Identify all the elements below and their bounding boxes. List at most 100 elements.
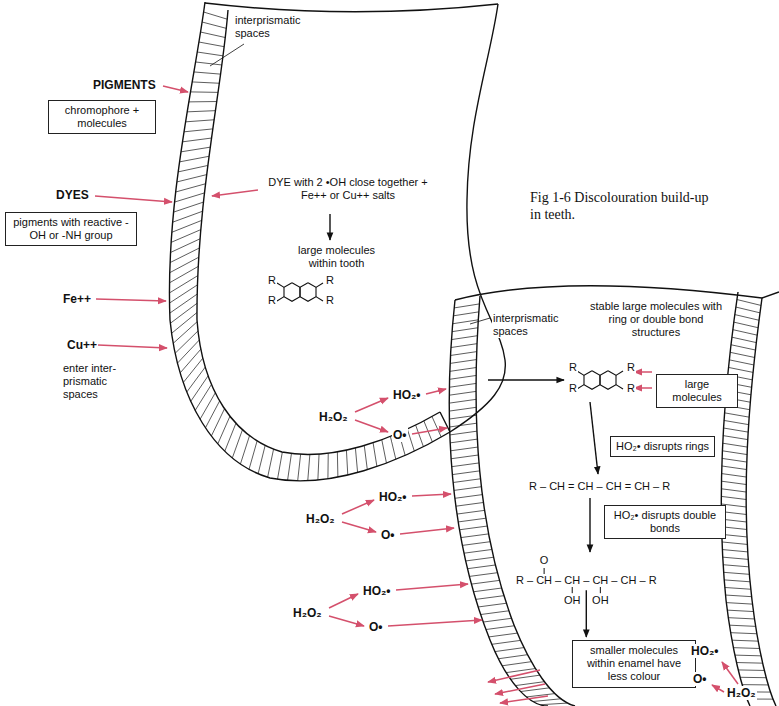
hatch-stroke bbox=[740, 677, 766, 678]
hatch-stroke bbox=[733, 330, 757, 336]
substituent-bond bbox=[316, 297, 323, 301]
hatch-stroke bbox=[450, 439, 477, 443]
category-label: PIGMENTS bbox=[92, 78, 157, 92]
hatch-stroke bbox=[492, 640, 521, 644]
box-text: HO₂• disrupts double bonds bbox=[610, 509, 720, 535]
tooth-outline bbox=[169, 2, 779, 706]
box-text: chromophore + molecules bbox=[54, 104, 150, 130]
hatch-stroke bbox=[721, 489, 746, 492]
hatch-stroke bbox=[190, 91, 218, 92]
result-box: smaller molecules within enamel have les… bbox=[572, 640, 696, 688]
ion-label: Fe++ bbox=[62, 292, 92, 306]
note-label: enter inter-prismatic spaces bbox=[62, 362, 134, 402]
reagent-label: H₂O₂ bbox=[292, 606, 323, 620]
hatch-stroke bbox=[453, 312, 478, 316]
bond-line bbox=[600, 586, 601, 593]
process-note: DYE with 2 •OH close together + Fe++ or … bbox=[262, 176, 434, 202]
hatch-stroke bbox=[723, 443, 748, 447]
hatch-stroke bbox=[268, 449, 274, 477]
hatch-stroke bbox=[449, 383, 476, 387]
hatch-stroke bbox=[533, 699, 561, 702]
hatch-stroke bbox=[181, 147, 210, 152]
hatch-stroke bbox=[736, 307, 760, 313]
hatch-stroke bbox=[452, 471, 479, 475]
hatch-stroke bbox=[187, 111, 215, 112]
atom-label: OH bbox=[563, 594, 582, 607]
hatch-stroke bbox=[726, 603, 752, 605]
radical-label: HO₂• bbox=[690, 644, 720, 658]
process-box: large molecules bbox=[656, 374, 738, 408]
black-arrow bbox=[586, 590, 587, 637]
hatch-stroke bbox=[187, 367, 205, 392]
hatch-stroke bbox=[407, 429, 414, 451]
hatch-stroke bbox=[724, 420, 749, 424]
ring bbox=[600, 371, 616, 389]
formula: R – CH – CH – CH – CH – R bbox=[515, 574, 658, 587]
hatch-stroke bbox=[170, 248, 199, 263]
result-note: large molecules within tooth bbox=[288, 244, 385, 270]
hatch-stroke bbox=[452, 463, 479, 467]
hatch-stroke bbox=[382, 440, 387, 463]
hatch-stroke bbox=[173, 322, 197, 344]
hatch-stroke bbox=[197, 52, 223, 56]
hatch-stroke bbox=[725, 587, 751, 589]
hatch-stroke bbox=[502, 662, 531, 666]
hatch-stroke bbox=[726, 595, 752, 597]
atom-label: R bbox=[626, 361, 636, 374]
hatch-stroke bbox=[458, 518, 486, 522]
hatch-stroke bbox=[732, 640, 758, 642]
radical-label: HO₂• bbox=[392, 388, 422, 402]
hatch-stroke bbox=[723, 428, 748, 432]
substituent-bond bbox=[577, 371, 584, 375]
hatch-stroke bbox=[456, 502, 484, 506]
ring bbox=[300, 283, 316, 301]
hatch-stroke bbox=[722, 458, 747, 462]
hatch-stroke bbox=[737, 662, 763, 664]
hatch-stroke bbox=[453, 479, 480, 483]
hatch-stroke bbox=[722, 550, 747, 552]
hatch-stroke bbox=[183, 358, 203, 382]
hatch-stroke bbox=[196, 62, 222, 65]
hatch-stroke bbox=[723, 557, 749, 559]
radical-label: O• bbox=[692, 672, 708, 686]
hatch-stroke bbox=[364, 446, 367, 470]
box-text: large molecules bbox=[662, 378, 732, 404]
hatch-stroke bbox=[481, 611, 509, 615]
hatch-stroke bbox=[722, 451, 747, 455]
radical-label: O• bbox=[392, 428, 408, 442]
note-label: stable large molecules with ring or doub… bbox=[585, 300, 727, 340]
hatch-stroke bbox=[204, 12, 228, 19]
hatch-stroke bbox=[172, 313, 197, 334]
hatch-stroke bbox=[318, 454, 319, 480]
atom-label: R bbox=[568, 382, 578, 395]
structure-label: interprismatic spaces bbox=[492, 312, 574, 338]
hatch-stroke bbox=[170, 257, 199, 272]
hatch-stroke bbox=[731, 345, 755, 350]
red-arrow bbox=[95, 86, 738, 703]
hatch-stroke bbox=[729, 625, 755, 626]
hatch-stroke bbox=[449, 399, 476, 403]
atom-label: R bbox=[568, 361, 578, 374]
box-text: smaller molecules within enamel have les… bbox=[578, 644, 690, 684]
hatch-stroke bbox=[180, 349, 201, 373]
hatch-stroke bbox=[721, 481, 746, 484]
hatch-stroke bbox=[730, 352, 755, 357]
ring bbox=[284, 283, 300, 301]
hatch-stroke bbox=[731, 633, 757, 634]
hatch-stroke bbox=[199, 42, 224, 47]
hatch-stroke bbox=[177, 175, 207, 182]
hatch-stroke bbox=[450, 368, 476, 372]
hatch-stroke bbox=[195, 384, 211, 410]
substituent-bond bbox=[316, 283, 323, 287]
hatch-stroke bbox=[467, 565, 495, 569]
hatch-stroke bbox=[416, 425, 424, 447]
hatch-stroke bbox=[211, 409, 224, 436]
hatch-stroke bbox=[489, 633, 518, 637]
hatch-stroke bbox=[170, 266, 199, 282]
hatch-stroke bbox=[337, 452, 339, 477]
hatch-stroke bbox=[469, 573, 497, 577]
radical-label: O• bbox=[380, 528, 396, 542]
hatch-stroke bbox=[457, 510, 485, 514]
hatch-stroke bbox=[733, 647, 759, 649]
hatch-stroke bbox=[735, 315, 759, 321]
